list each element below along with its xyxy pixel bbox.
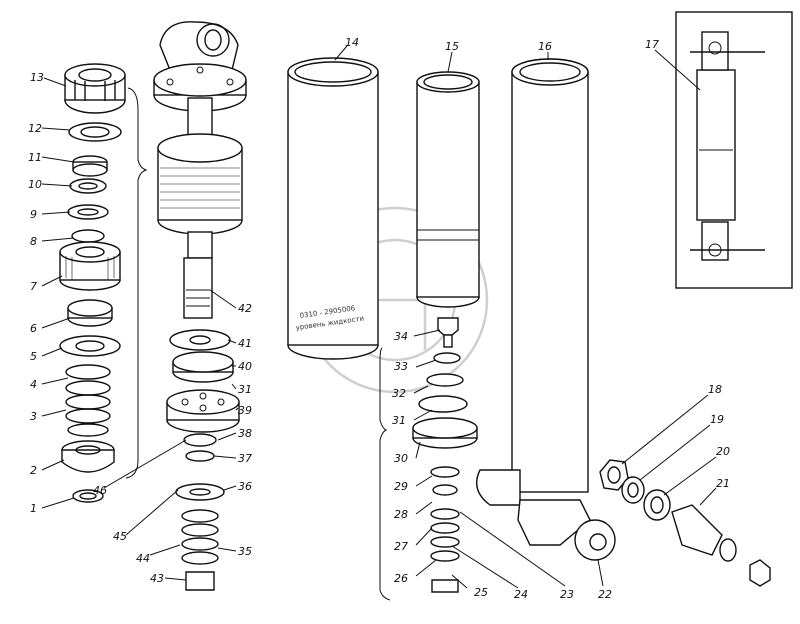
callout-34: 34 <box>394 330 408 343</box>
callout-3: 3 <box>30 410 37 423</box>
callout-39: 39 <box>238 404 252 417</box>
callout-11: 11 <box>28 151 42 164</box>
callout-18: 18 <box>708 383 722 396</box>
callout-5: 5 <box>30 350 37 363</box>
part-3-4-spring <box>65 364 111 437</box>
callout-23: 23 <box>560 588 574 601</box>
callout-26: 26 <box>394 572 408 585</box>
callout-16: 16 <box>538 40 552 53</box>
callout-29: 29 <box>394 480 408 493</box>
callout-20: 20 <box>716 445 730 458</box>
callout-37: 37 <box>238 452 252 465</box>
callout-14: 14 <box>345 36 359 49</box>
callout-4: 4 <box>30 378 37 391</box>
callout-31a: 31 <box>238 383 252 396</box>
left-parts-stack <box>59 63 148 503</box>
callout-33: 33 <box>394 360 408 373</box>
callout-44: 44 <box>136 552 150 565</box>
left-bracket <box>125 87 148 479</box>
part-10-ring <box>69 178 107 194</box>
callout-15: 15 <box>445 40 459 53</box>
callout-36: 36 <box>238 480 252 493</box>
part-2-housing <box>61 440 115 473</box>
callout-9: 9 <box>30 208 37 221</box>
part-11-ring <box>72 155 108 177</box>
callout-40: 40 <box>238 360 252 373</box>
callout-28: 28 <box>394 508 408 521</box>
callout-19: 19 <box>710 413 724 426</box>
callout-17: 17 <box>645 38 659 51</box>
callout-38: 38 <box>238 427 252 440</box>
callout-6: 6 <box>30 322 37 335</box>
callout-31b: 31 <box>392 414 406 427</box>
part-14-reservoir-tube: 0310 - 2905006 уровень жидкости <box>287 57 379 360</box>
callout-2: 2 <box>30 464 37 477</box>
callout-24: 24 <box>514 588 528 601</box>
part-17-inset <box>675 11 793 289</box>
callout-10: 10 <box>28 178 42 191</box>
part-1-ring <box>72 489 104 503</box>
leader-lines <box>41 45 717 589</box>
callout-35: 35 <box>238 545 252 558</box>
callout-1: 1 <box>30 502 37 515</box>
part-5-washer <box>59 335 121 357</box>
parts-18-21-fitting <box>599 459 771 587</box>
part-12-washer <box>68 122 122 142</box>
part-16-outer-tube <box>476 58 616 561</box>
valve-parts-stack <box>379 317 478 601</box>
callout-25: 25 <box>474 586 488 599</box>
callout-41: 41 <box>238 337 252 350</box>
part-6-bushing <box>67 299 113 327</box>
callout-21: 21 <box>716 477 730 490</box>
callout-labels: 1 2 3 4 5 6 7 8 9 10 11 12 13 14 15 16 1… <box>28 36 730 601</box>
callout-8: 8 <box>30 235 37 248</box>
callout-7: 7 <box>30 280 37 293</box>
callout-22: 22 <box>598 588 612 601</box>
callout-12: 12 <box>28 122 42 135</box>
callout-45: 45 <box>113 530 127 543</box>
callout-43: 43 <box>150 572 164 585</box>
part-8-ring <box>71 229 105 243</box>
rod-assembly <box>153 21 247 591</box>
callout-30: 30 <box>394 452 408 465</box>
callout-13: 13 <box>30 71 44 84</box>
middle-bracket <box>379 347 391 601</box>
part-7-guide <box>59 241 121 291</box>
callout-27: 27 <box>394 540 408 553</box>
callout-42: 42 <box>238 302 252 315</box>
part-13-nut <box>64 63 126 114</box>
callout-32: 32 <box>392 387 406 400</box>
part-15-inner-tube <box>416 71 480 308</box>
callout-46: 46 <box>93 484 107 497</box>
part-9-ring <box>67 204 109 220</box>
